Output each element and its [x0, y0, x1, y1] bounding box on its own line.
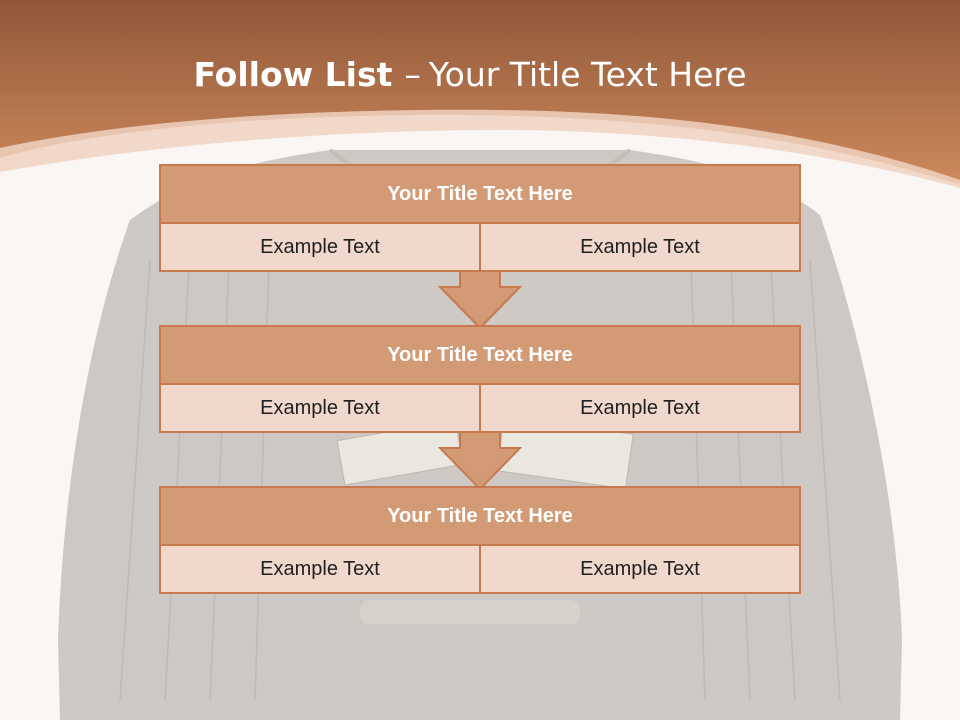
block-right-text: Example Text	[479, 224, 799, 270]
block-right-text: Example Text	[479, 385, 799, 431]
block-body: Example Text Example Text	[161, 546, 799, 592]
block-body: Example Text Example Text	[161, 224, 799, 270]
block-title: Your Title Text Here	[161, 166, 799, 224]
list-block-2: Your Title Text Here Example Text Exampl…	[159, 325, 801, 433]
header-swoosh	[0, 109, 960, 188]
slide-title-separator: –	[404, 55, 421, 94]
block-title: Your Title Text Here	[161, 327, 799, 385]
block-left-text: Example Text	[161, 224, 479, 270]
slide-title-rest: Your Title Text Here	[428, 55, 747, 94]
block-body: Example Text Example Text	[161, 385, 799, 431]
block-right-text: Example Text	[479, 546, 799, 592]
header-band	[0, 0, 960, 185]
slide-title-bold: Follow List	[193, 55, 393, 94]
slide-title: Follow List–Your Title Text Here	[0, 55, 940, 95]
block-left-text: Example Text	[161, 546, 479, 592]
down-arrow-icon	[438, 431, 522, 491]
list-block-3: Your Title Text Here Example Text Exampl…	[159, 486, 801, 594]
list-block-1: Your Title Text Here Example Text Exampl…	[159, 164, 801, 272]
block-left-text: Example Text	[161, 385, 479, 431]
block-title: Your Title Text Here	[161, 488, 799, 546]
down-arrow-icon	[438, 270, 522, 330]
